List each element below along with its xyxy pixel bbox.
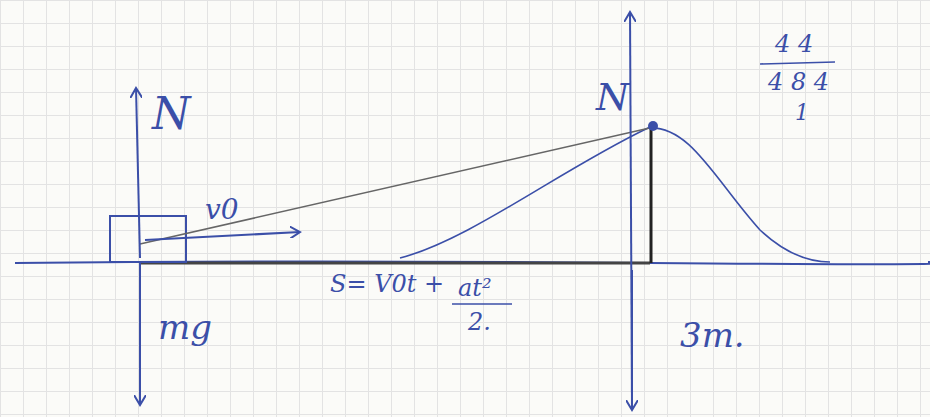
top-point [648, 121, 658, 131]
distance-line [140, 262, 650, 265]
velocity-arrow [145, 232, 300, 240]
scribble-number: 1 [795, 102, 809, 124]
normal-force-arrow [136, 88, 140, 258]
hill-curve [400, 128, 830, 262]
formula-denominator: 2. [468, 310, 491, 334]
scribble-number: 4 4 [775, 32, 813, 56]
height-post [650, 128, 653, 263]
formula-numerator: at² [458, 276, 492, 300]
force-label: N [152, 92, 191, 136]
velocity-label: v0 [205, 196, 239, 224]
scribble-number: 4 8 4 [768, 70, 829, 94]
sum-line [760, 62, 835, 64]
formula-text: S= V0t + [330, 272, 444, 296]
gravity-arrow [139, 262, 141, 405]
right-force-arrow [630, 12, 632, 410]
mass-label: 3m. [680, 318, 745, 352]
force-label: N [596, 78, 629, 116]
fraction-bar [452, 303, 512, 305]
right-gravity-arrow [631, 270, 633, 410]
slope-line [140, 127, 654, 244]
force-label: mg [158, 310, 212, 344]
